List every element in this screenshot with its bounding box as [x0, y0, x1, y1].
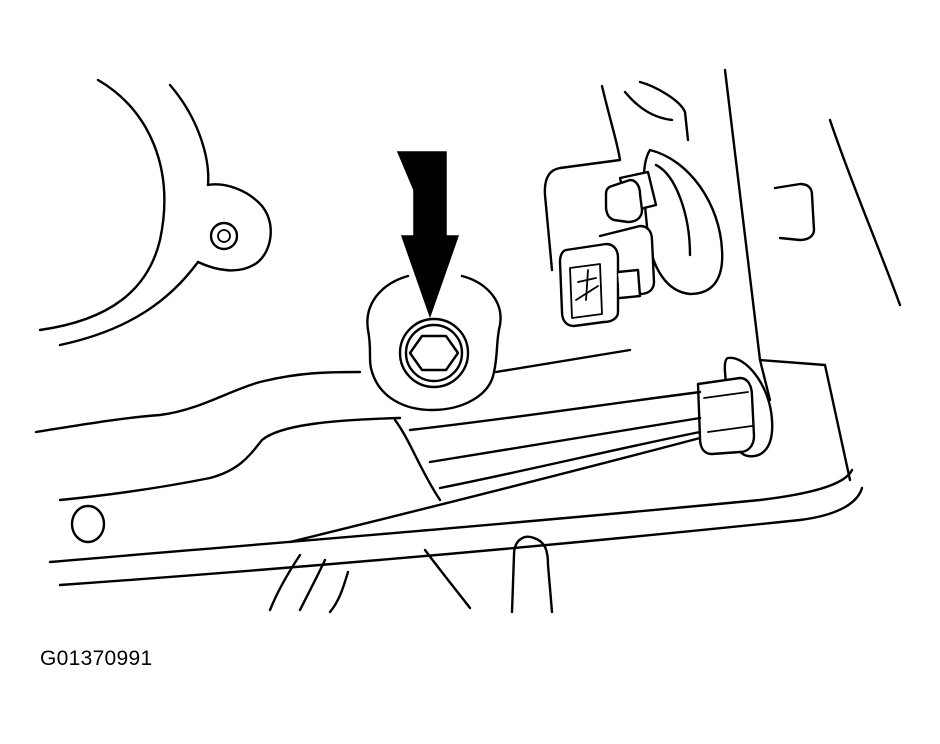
right-housing-plate — [543, 68, 902, 482]
lower-supports — [268, 535, 554, 614]
mounting-boss — [209, 221, 239, 251]
hex-plug — [398, 317, 470, 389]
indicator-arrow — [396, 151, 460, 319]
timing-cover-housing — [38, 78, 272, 347]
sensor — [598, 148, 724, 298]
electrical-connector — [558, 242, 642, 328]
plug-boss — [366, 274, 632, 412]
stud — [773, 182, 816, 242]
flange-bolt — [696, 356, 774, 458]
figure-code: G01370991 — [40, 647, 153, 670]
wiring-rods — [288, 390, 702, 544]
casting-edge — [34, 370, 864, 587]
